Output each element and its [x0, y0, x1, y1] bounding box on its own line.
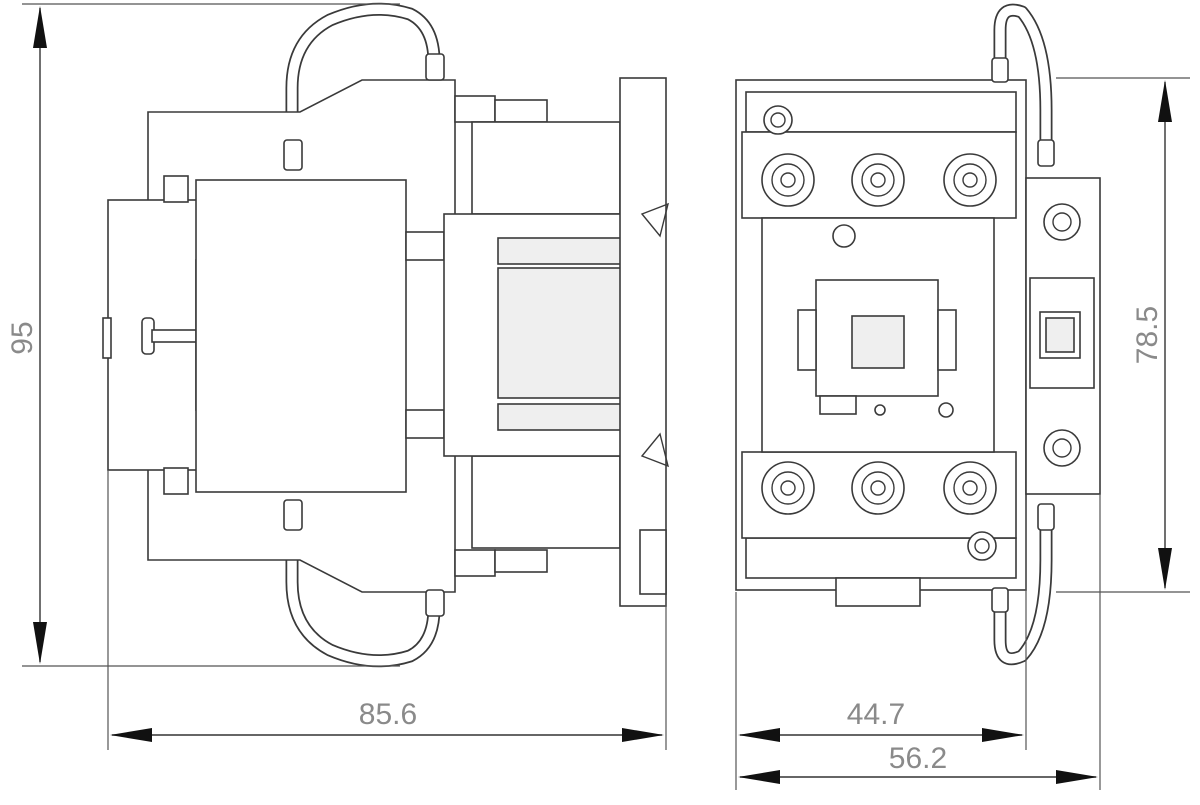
side-link-top [405, 231, 445, 261]
side-latch-top [640, 202, 670, 238]
front-actuator-left [797, 309, 817, 371]
side-ferrule-3 [283, 499, 303, 531]
dim-label-44-7: 44.7 [847, 698, 905, 731]
dim-label-56-2: 56.2 [889, 742, 947, 775]
side-ferrule-1 [283, 139, 303, 171]
screw-t1 [761, 461, 815, 515]
screw-aux-top [1043, 203, 1081, 241]
dim-arrow-44-7-left [738, 728, 780, 742]
side-link-bottom [405, 409, 445, 439]
front-hole-a [832, 224, 856, 248]
side-main-block [195, 179, 407, 493]
front-din-clip [835, 577, 921, 607]
screw-l3 [943, 153, 997, 207]
front-ferrule-3 [1037, 503, 1055, 531]
side-end-plate [619, 77, 667, 607]
front-view [735, 3, 1101, 666]
screw-t2 [851, 461, 905, 515]
front-ferrule-1 [991, 57, 1009, 83]
side-latch-bottom [640, 432, 670, 468]
front-aux-button-inner [1045, 317, 1075, 353]
side-left-tab [102, 317, 112, 359]
side-coil-band-1 [497, 237, 639, 265]
side-push-pin-shaft [151, 329, 199, 343]
front-wire-bottom-inner [995, 515, 1051, 664]
dim-arrow-78-5-bottom [1158, 548, 1172, 590]
side-end-tab [639, 529, 667, 595]
side-coil-band-2 [497, 267, 639, 399]
front-actuator-window [851, 315, 905, 369]
side-screw-bottom [454, 549, 496, 577]
front-actuator-right [937, 309, 957, 371]
side-ferrule-4 [425, 589, 445, 617]
side-wire-bottom-inner [287, 495, 439, 666]
side-upper-housing [471, 121, 621, 215]
dim-arrow-95-top [33, 6, 47, 48]
screw-l2 [851, 153, 905, 207]
side-clip-bottom [163, 467, 189, 495]
front-hole-c [938, 402, 954, 418]
dim-arrow-95-bottom [33, 622, 47, 664]
screw-t3 [943, 461, 997, 515]
side-screw-bottom-b [494, 549, 548, 573]
front-actuator-foot [819, 395, 857, 415]
screw-aux-bottom [1043, 429, 1081, 467]
dim-arrow-78-5-top [1158, 80, 1172, 122]
dim-label-85-6: 85.6 [359, 698, 417, 731]
dim-arrow-44-7-right [982, 728, 1024, 742]
front-screws [761, 105, 1081, 561]
dim-label-78-5: 78.5 [1131, 306, 1164, 364]
dim-label-95: 95 [6, 321, 39, 354]
side-screw-top-b [494, 99, 548, 123]
dim-arrow-85-6-right [622, 728, 664, 742]
dim-arrow-56-2-left [738, 770, 780, 784]
side-wire-top-inner [287, 4, 439, 175]
screw-l1 [761, 153, 815, 207]
front-ferrule-4 [991, 587, 1009, 613]
front-wire-top-inner [995, 5, 1051, 155]
dim-arrow-85-6-left [110, 728, 152, 742]
screw-coil-bottom [967, 531, 997, 561]
side-screw-top [454, 95, 496, 123]
side-coil-band-3 [497, 403, 639, 431]
side-lower-housing [471, 455, 621, 549]
side-view [102, 2, 670, 668]
dimension-lines: 95 85.6 44.7 56.2 78.5 [6, 3, 1190, 790]
side-clip-top [163, 175, 189, 203]
front-hole-b [874, 404, 886, 416]
screw-coil-top [763, 105, 793, 135]
front-ferrule-2 [1037, 139, 1055, 167]
dim-arrow-56-2-right [1056, 770, 1098, 784]
side-ferrule-2 [425, 53, 445, 81]
